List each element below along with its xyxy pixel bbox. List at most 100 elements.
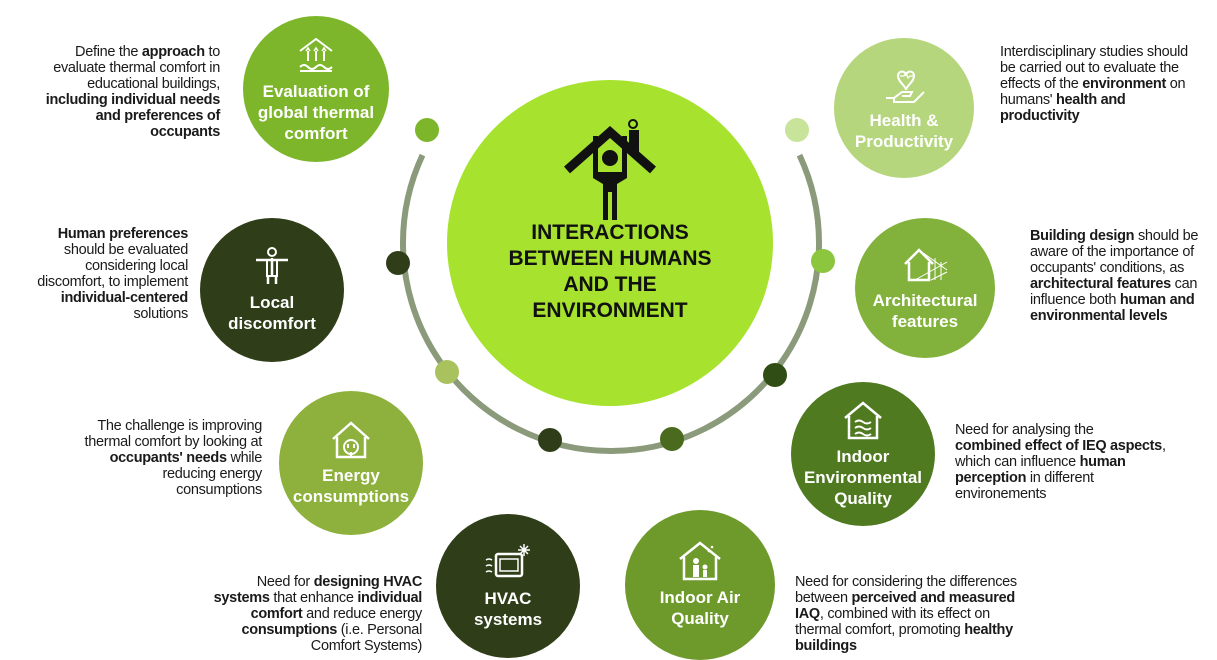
- description-text: on: [1166, 76, 1186, 92]
- description-text: occupants' conditions, as: [1030, 260, 1185, 276]
- arc-dot-1: [415, 118, 439, 142]
- house-family-icon: [679, 541, 721, 581]
- emphasis-text: human and: [1119, 292, 1195, 308]
- house-blueprint-icon: [904, 248, 948, 282]
- arc-dot-8: [785, 118, 809, 142]
- emphasis-text: individual: [357, 590, 422, 606]
- description-text: can: [1170, 276, 1198, 292]
- emphasis-text: systems: [213, 590, 270, 606]
- emphasis-text: occupants' needs: [109, 450, 227, 466]
- node-air-conditioner-snowflake: HVAC systems: [436, 514, 580, 658]
- description-text: thermal comfort, promoting: [795, 622, 965, 638]
- node-title: Indoor Air Quality: [659, 588, 741, 628]
- house-air-waves-icon: [844, 400, 882, 439]
- description-text: and reduce energy: [302, 606, 422, 622]
- node-radiant-floor-heat: Evaluation of global thermal comfort: [243, 16, 389, 162]
- emphasis-text: perceived and measured: [851, 590, 1015, 606]
- emphasis-text: health and: [1055, 92, 1126, 108]
- description-text: that enhance: [269, 590, 358, 606]
- air-conditioner-snowflake-icon: [485, 544, 530, 578]
- description-text: Interdisciplinary studies should: [1000, 44, 1188, 60]
- house-person-icon: [564, 119, 656, 220]
- emphasis-text: human: [1079, 454, 1126, 470]
- description-text: solutions: [133, 306, 188, 322]
- arc-dot-4: [538, 428, 562, 452]
- description-text: thermal comfort by looking at: [84, 434, 263, 450]
- node-title: Architectural features: [872, 291, 978, 331]
- description-text: should be: [1134, 228, 1199, 244]
- node-title: Energy consumptions: [292, 466, 410, 506]
- node-house-plug: Energy consumptions: [279, 391, 423, 535]
- description-text: consumptions: [176, 482, 262, 498]
- emphasis-text: comfort: [250, 606, 303, 622]
- emphasis-text: Building design: [1030, 228, 1135, 244]
- arc-dot-6: [763, 363, 787, 387]
- description-text: educational buildings,: [87, 76, 220, 92]
- emphasis-text: productivity: [1000, 108, 1080, 124]
- emphasis-text: environment: [1082, 76, 1167, 92]
- arc-dot-2: [386, 251, 410, 275]
- node-title: HVAC systems: [473, 589, 543, 629]
- description-text: influence both: [1030, 292, 1120, 308]
- description-text: discomfort, to implement: [37, 274, 188, 290]
- description-text: be carried out to evaluate the: [1000, 60, 1179, 76]
- node-title: Evaluation of global thermal comfort: [257, 81, 375, 143]
- emphasis-text: environmental levels: [1030, 308, 1168, 324]
- description-text: which can influence: [955, 454, 1080, 470]
- description-text: to: [204, 44, 220, 60]
- node-hand-heart: Health & Productivity: [834, 38, 974, 178]
- emphasis-text: approach: [141, 44, 205, 60]
- node-house-blueprint: Architectural features: [855, 218, 995, 358]
- emphasis-text: Human preferences: [57, 226, 189, 242]
- node-person-arms-out: Local discomfort: [200, 218, 344, 362]
- node-description: Need for designing HVAC systems that enha…: [160, 574, 423, 654]
- emphasis-text: and preferences of occupants: [95, 108, 221, 140]
- emphasis-text: combined effect of IEQ aspects: [955, 438, 1162, 454]
- emphasis-text: consumptions: [241, 622, 338, 638]
- node-house-air-waves: Indoor Environmental Quality: [791, 382, 935, 526]
- emphasis-text: healthy: [964, 622, 1013, 638]
- emphasis-text: architectural features: [1030, 276, 1171, 292]
- description-text: Define the: [75, 44, 142, 60]
- emphasis-text: IAQ: [795, 606, 820, 622]
- node-house-family: Indoor Air Quality: [625, 510, 775, 660]
- emphasis-text: designing HVAC: [313, 574, 423, 590]
- description-text: reducing energy: [162, 466, 263, 482]
- description-text: Need for analysing the: [955, 422, 1094, 438]
- description-text: (i.e. Personal: [337, 622, 423, 638]
- description-text: environements: [955, 486, 1047, 502]
- description-text: Need for considering the differences: [795, 574, 1017, 590]
- radiant-floor-heat-icon: [299, 37, 333, 72]
- description-text: effects of the: [1000, 76, 1083, 92]
- description-text: humans': [1000, 92, 1056, 108]
- person-arms-out-icon: [256, 247, 288, 284]
- description-text: while: [226, 450, 262, 466]
- node-title: Indoor Environmental Quality: [803, 446, 923, 508]
- node-title: Local discomfort: [228, 293, 316, 333]
- house-plug-icon: [332, 421, 370, 459]
- node-title: Health & Productivity: [854, 111, 954, 151]
- arc-dot-5: [660, 427, 684, 451]
- description-text: considering local: [85, 258, 188, 274]
- description-text: should be evaluated: [63, 242, 188, 258]
- description-text: aware of the importance of: [1030, 244, 1194, 260]
- description-text: Need for: [256, 574, 314, 590]
- emphasis-text: including individual needs: [45, 92, 221, 108]
- emphasis-text: individual-centered: [60, 290, 189, 306]
- description-text: evaluate thermal comfort in: [53, 60, 220, 76]
- arc-dot-7: [811, 249, 835, 273]
- description-text: Comfort Systems): [310, 638, 423, 654]
- description-text: in different: [1026, 470, 1094, 486]
- emphasis-text: buildings: [795, 638, 857, 654]
- hand-heart-icon: [886, 70, 925, 103]
- description-text: , combined with its effect on: [819, 606, 990, 622]
- center-title: INTERACTIONS BETWEEN HUMANS AND THE ENVI…: [508, 221, 712, 322]
